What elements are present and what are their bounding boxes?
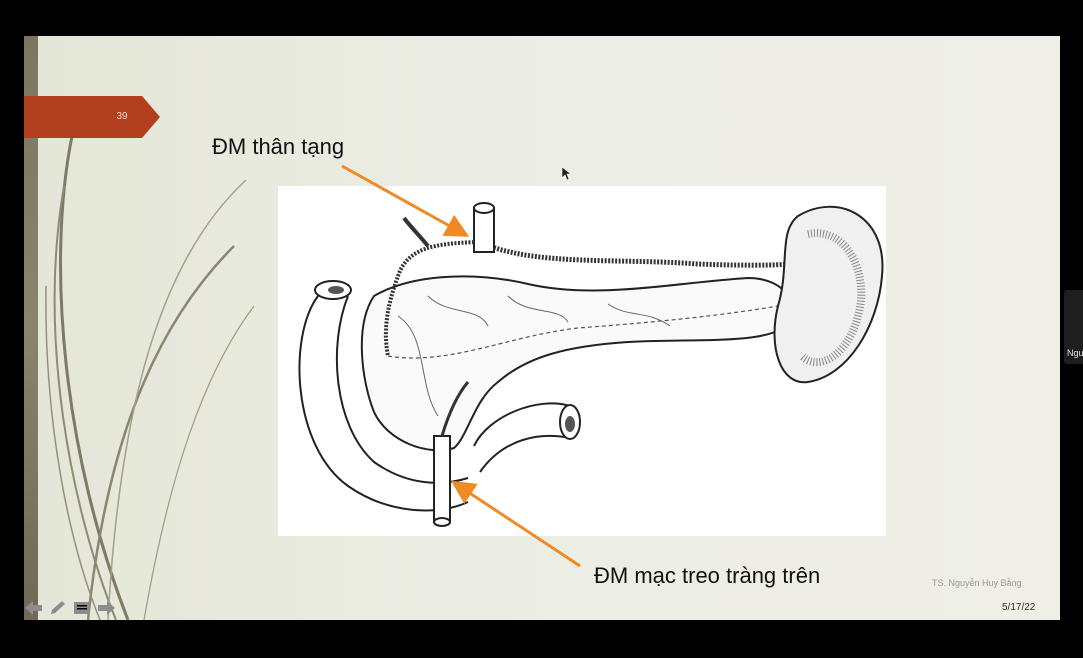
slide-footer-author: TS. Nguyễn Huy Bằng <box>932 578 1022 588</box>
pancreas-illustration <box>278 186 886 536</box>
participant-name: Ngu <box>1067 348 1083 358</box>
celiac-artery-label: ĐM thân tạng <box>212 134 345 159</box>
previous-slide-button[interactable] <box>24 599 44 617</box>
slide-left-bar <box>24 36 38 620</box>
slide-number: 39 <box>116 111 128 122</box>
next-slide-button[interactable] <box>96 599 116 617</box>
slide-number-tab <box>24 96 160 138</box>
pen-tool-button[interactable] <box>48 599 68 617</box>
superior-mesenteric-artery-label: ĐM mạc treo tràng trên <box>594 563 821 588</box>
decorative-curved-lines <box>45 135 255 620</box>
participant-side-panel[interactable]: Ngu <box>1064 290 1083 364</box>
mouse-cursor-icon <box>562 167 572 181</box>
slides-menu-icon <box>74 602 90 614</box>
slide-footer-date: 5/17/22 <box>1002 602 1036 613</box>
back-arrow-icon <box>25 601 42 615</box>
forward-arrow-icon <box>98 601 115 615</box>
pancreas-anatomy-drawing <box>298 202 884 527</box>
slide-menu-button[interactable] <box>72 599 92 617</box>
pen-icon <box>51 601 65 614</box>
slideshow-navigation-controls <box>24 598 116 618</box>
presentation-slide: 39 <box>24 36 1060 620</box>
